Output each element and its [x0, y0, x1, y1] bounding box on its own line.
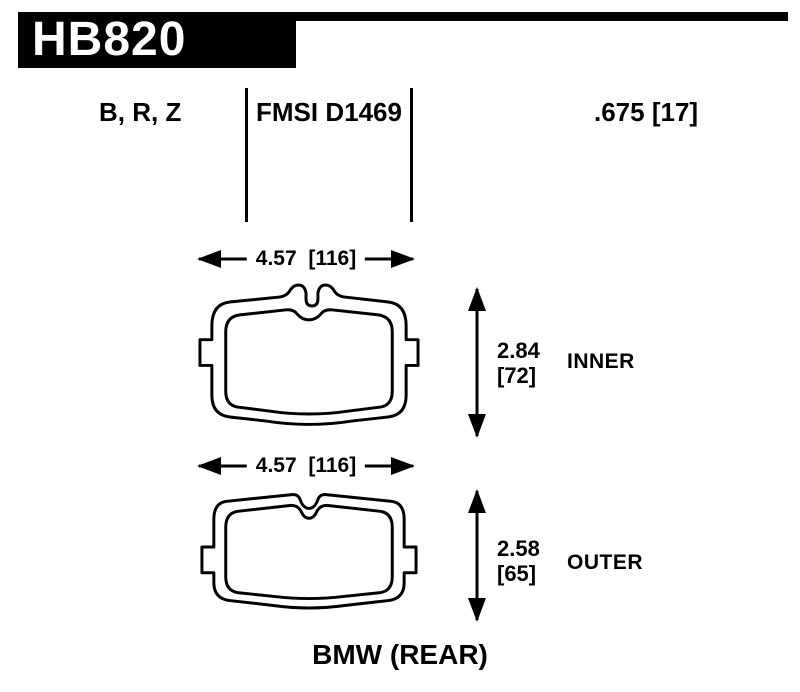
- part-number-box: HB820: [18, 12, 296, 68]
- pad-thickness: .675 [17]: [594, 97, 699, 127]
- part-number: HB820: [32, 13, 187, 66]
- arrow-down-icon: [468, 414, 486, 438]
- header-rule: [290, 12, 788, 21]
- column-divider-left: [245, 88, 248, 222]
- outer-height-inches: 2.58: [497, 536, 540, 561]
- inner-width-dimension: 4.57 [116]: [197, 246, 415, 272]
- compound-codes: B, R, Z: [99, 97, 182, 127]
- inner-height-mm: [72]: [497, 363, 537, 389]
- outer-height-dimension: [465, 489, 489, 622]
- inner-pad-label: INNER: [567, 350, 635, 373]
- outer-width-dimension: 4.57 [116]: [197, 453, 415, 479]
- arrow-left-icon: [197, 457, 221, 475]
- outer-pad-drawing: [200, 492, 418, 610]
- inner-height-inches: 2.84: [497, 338, 540, 363]
- inner-pad-friction-outline: [224, 308, 394, 416]
- outer-pad-label: OUTER: [567, 551, 643, 574]
- vehicle-application: BMW (REAR): [312, 639, 488, 670]
- inner-pad-drawing: [198, 283, 420, 426]
- inner-pad-outer-outline: [198, 283, 420, 426]
- dimension-line: [475, 491, 479, 620]
- inner-height-value: 2.84 [72]: [497, 338, 540, 389]
- outer-height-mm: [65]: [497, 561, 537, 587]
- fmsi-number: FMSI D1469: [256, 97, 402, 127]
- column-divider-right: [410, 88, 413, 222]
- arrow-right-icon: [391, 250, 415, 268]
- outer-pad-outer-outline: [200, 492, 418, 610]
- arrow-right-icon: [391, 457, 415, 475]
- arrow-down-icon: [468, 598, 486, 622]
- inner-height-dimension: [465, 287, 489, 438]
- inner-width-value: 4.57 [116]: [246, 247, 366, 271]
- dimension-line: [475, 289, 479, 436]
- arrow-up-icon: [468, 489, 486, 513]
- outer-width-value: 4.57 [116]: [246, 454, 366, 478]
- outer-height-value: 2.58 [65]: [497, 536, 540, 587]
- arrow-up-icon: [468, 287, 486, 311]
- arrow-left-icon: [197, 250, 221, 268]
- outer-pad-friction-outline: [224, 503, 394, 601]
